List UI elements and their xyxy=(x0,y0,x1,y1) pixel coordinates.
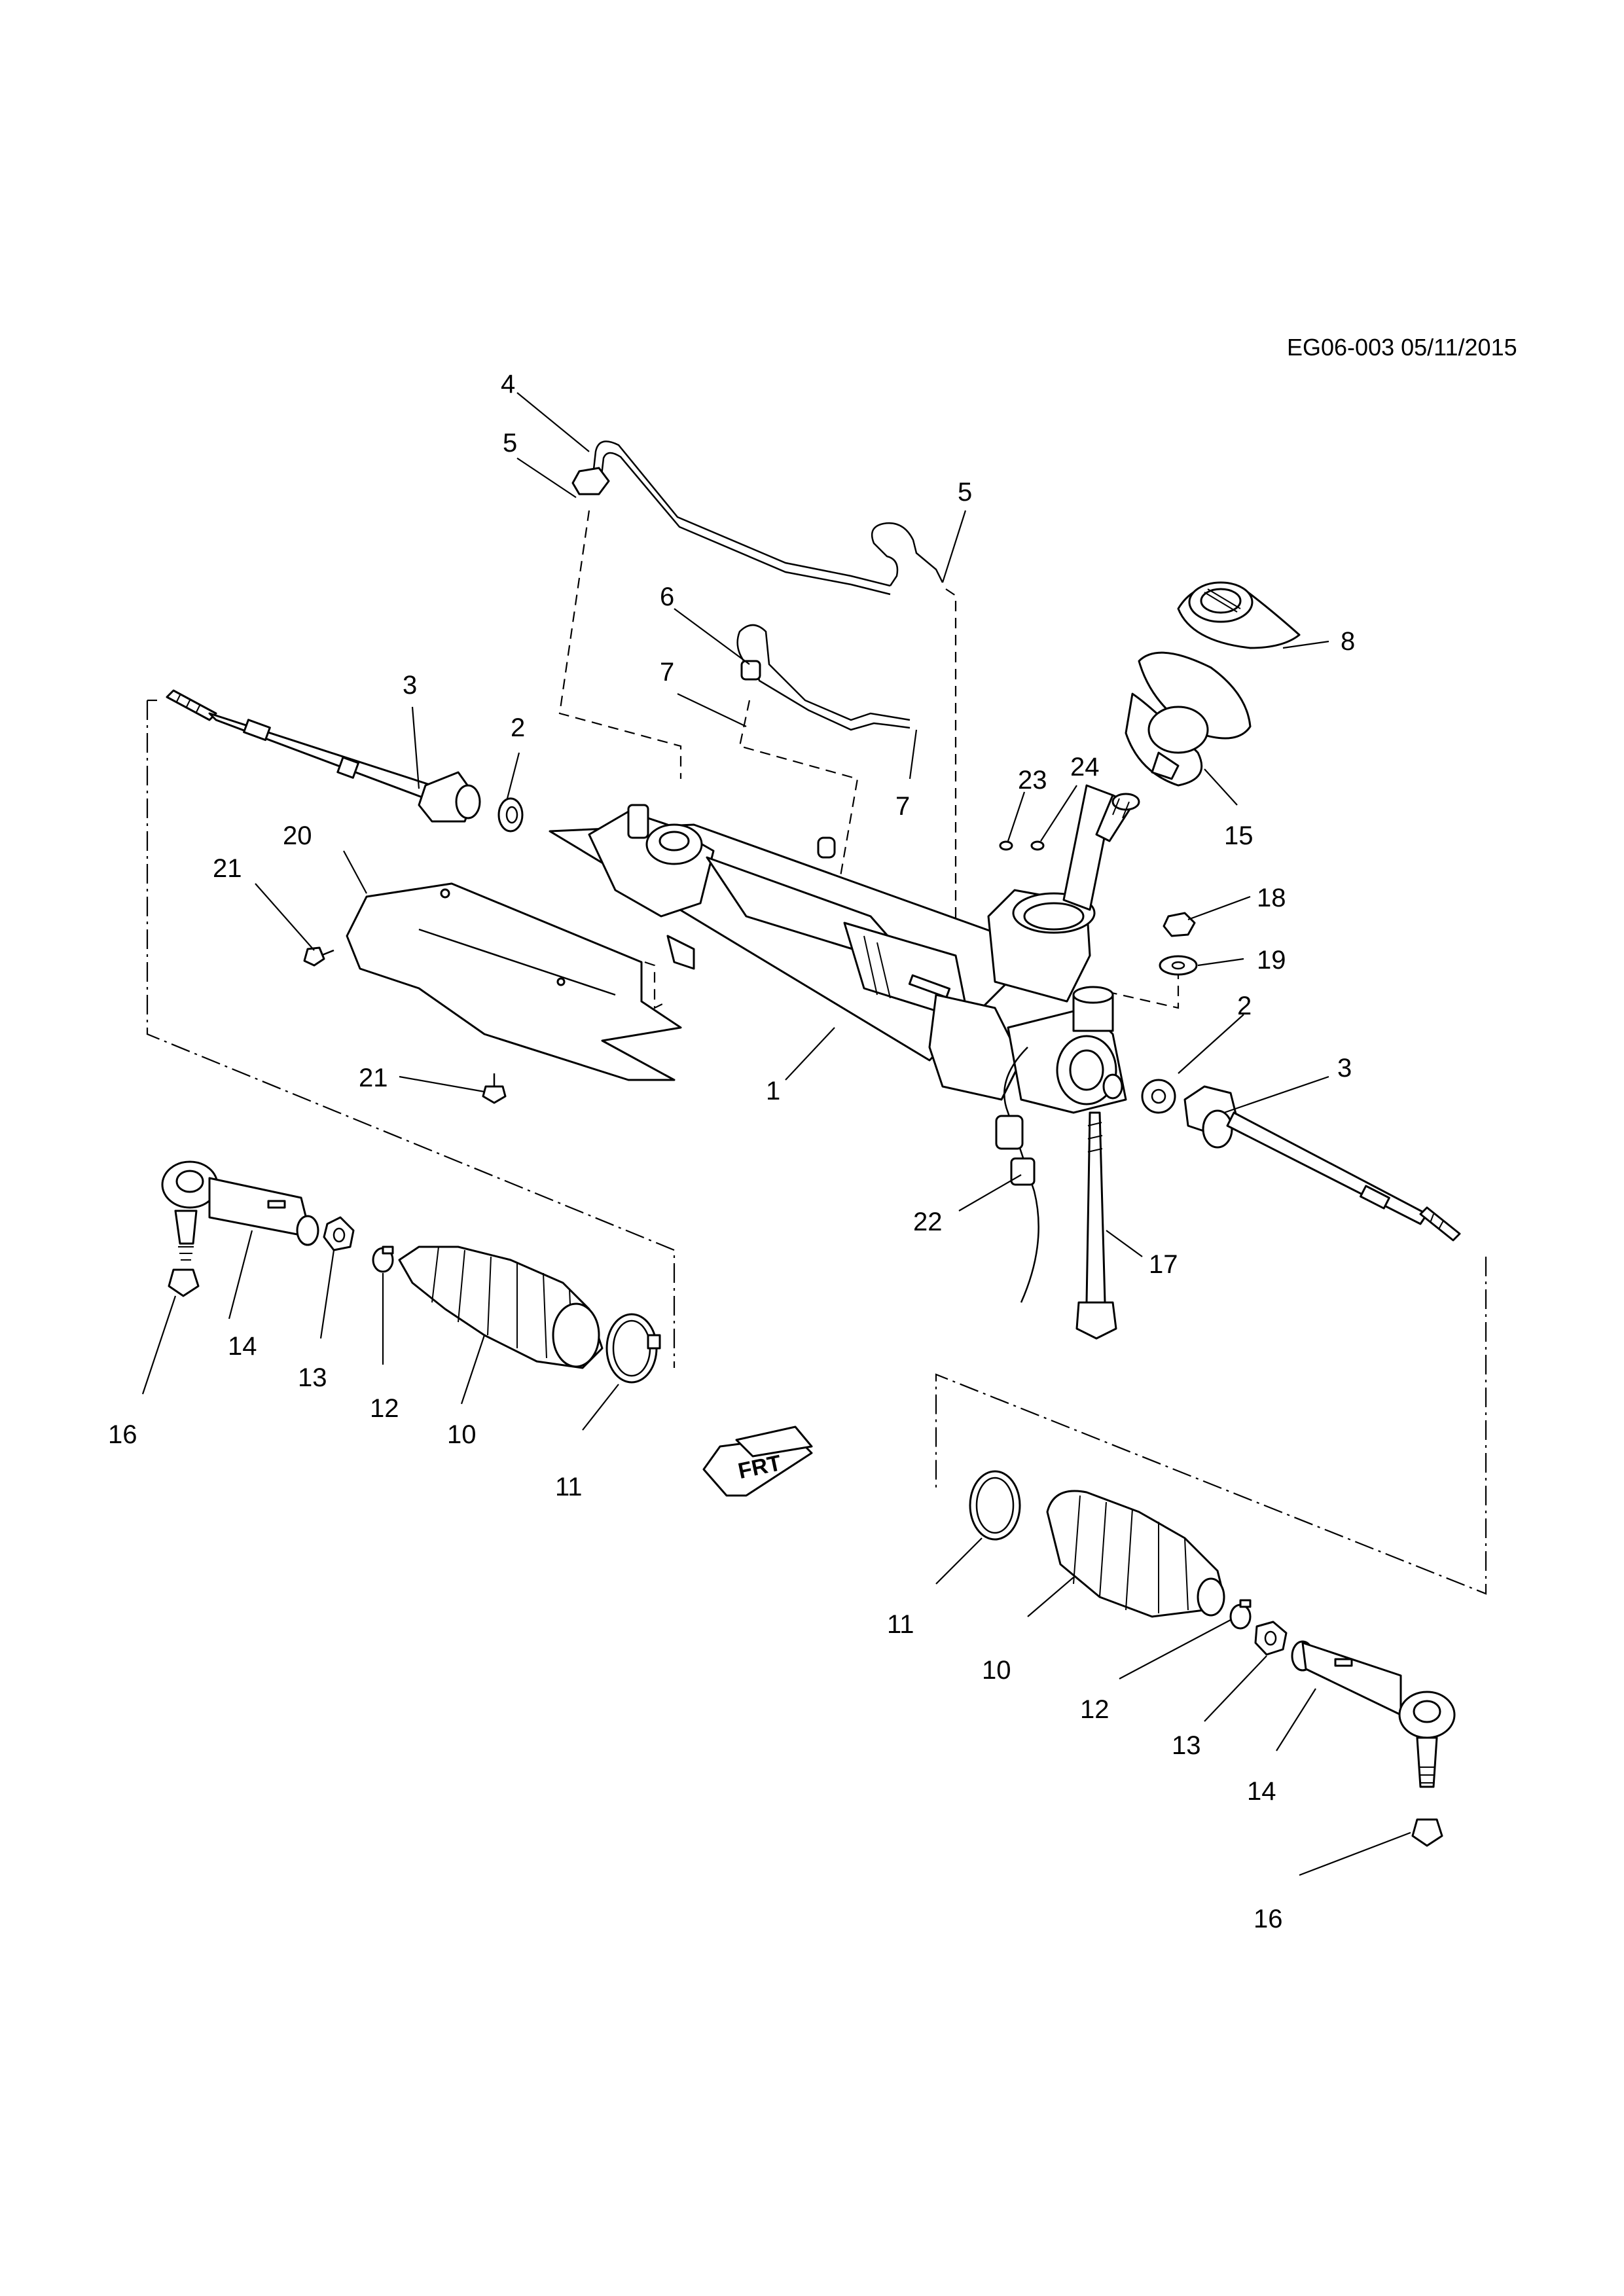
right-tie-rod-group-frame xyxy=(935,1257,1487,1595)
callout-6: 6 xyxy=(660,583,674,611)
callout-11-right: 11 xyxy=(887,1610,914,1639)
callout-19: 19 xyxy=(1257,946,1286,975)
harness-connector xyxy=(995,1047,1039,1303)
callout-7-left: 7 xyxy=(660,658,674,687)
valve-body-input-shaft xyxy=(987,784,1140,1003)
washer-right-hole xyxy=(1151,1088,1166,1104)
callout-23: 23 xyxy=(1018,766,1047,795)
boot-clamp-large-right xyxy=(969,1470,1021,1541)
callout-15: 15 xyxy=(1224,821,1254,850)
outer-tie-rod-end-left xyxy=(161,1160,319,1261)
callout-10-right: 10 xyxy=(982,1656,1011,1685)
mount-nut xyxy=(1163,912,1196,937)
mounting-bolt xyxy=(1075,1111,1117,1340)
steering-boot-left xyxy=(398,1246,604,1369)
callout-24: 24 xyxy=(1070,753,1100,781)
fitting-guide xyxy=(945,588,976,943)
callout-5-right: 5 xyxy=(958,478,972,507)
shield-screw-upper xyxy=(303,946,334,967)
leader-lines xyxy=(141,392,1411,1876)
callout-22: 22 xyxy=(913,1208,943,1236)
jam-nut-right xyxy=(1254,1621,1288,1656)
jam-nut-left xyxy=(323,1216,355,1251)
steering-gear-housing xyxy=(549,804,1127,1114)
callout-11-left: 11 xyxy=(555,1473,583,1501)
callout-13-left: 13 xyxy=(298,1363,327,1392)
washer-right xyxy=(1141,1079,1176,1114)
return-line-guide xyxy=(738,700,859,910)
inner-tie-rod-right xyxy=(1183,1085,1461,1242)
mount-nut-guide xyxy=(1106,969,1180,1009)
callout-18: 18 xyxy=(1257,884,1286,912)
tie-rod-nut-left xyxy=(168,1268,200,1297)
outer-tie-rod-end-right xyxy=(1291,1640,1456,1788)
callout-2-right: 2 xyxy=(1237,992,1252,1020)
callout-14-right: 14 xyxy=(1247,1777,1276,1806)
front-direction-arrow: FRT xyxy=(702,1426,813,1497)
boot-clamp-small-right xyxy=(1229,1599,1252,1630)
dash-seal-cap xyxy=(1177,581,1301,649)
callout-1: 1 xyxy=(766,1077,780,1105)
heat-shield xyxy=(346,882,682,1081)
small-seal-23 xyxy=(999,840,1013,851)
callout-13-right: 13 xyxy=(1172,1731,1201,1760)
shield-screw-lower xyxy=(482,1073,507,1104)
callout-14-left: 14 xyxy=(228,1332,257,1361)
callout-21-lower: 21 xyxy=(359,1064,388,1092)
heat-shield-guide xyxy=(644,961,668,1009)
callout-2-left: 2 xyxy=(511,713,525,742)
callout-20: 20 xyxy=(283,821,312,850)
callout-4: 4 xyxy=(501,370,515,399)
pressure-line xyxy=(591,440,891,587)
callout-12-left: 12 xyxy=(370,1394,399,1423)
callout-8: 8 xyxy=(1341,627,1355,656)
callout-3-right: 3 xyxy=(1337,1054,1352,1083)
small-seal-24 xyxy=(1030,840,1045,851)
pressure-line-loop xyxy=(871,522,944,586)
mount-washer-hole xyxy=(1171,961,1185,970)
return-line xyxy=(736,624,911,721)
inner-tie-rod-left xyxy=(166,689,481,823)
left-tie-rod-group-frame xyxy=(146,700,676,1368)
washer-left-hole xyxy=(505,806,518,824)
mount-washer xyxy=(1159,955,1198,976)
callout-16-right: 16 xyxy=(1254,1905,1283,1933)
boot-clamp-small-left xyxy=(372,1246,394,1273)
callout-17: 17 xyxy=(1149,1250,1178,1279)
callout-3-left: 3 xyxy=(403,671,417,700)
steering-boot-right xyxy=(1046,1490,1225,1618)
boot-clamp-large-left xyxy=(605,1313,661,1384)
return-line-outline xyxy=(755,667,911,731)
return-line-clip xyxy=(740,660,761,681)
callout-16-left: 16 xyxy=(108,1420,137,1449)
pressure-line-guide xyxy=(558,510,682,779)
callout-12-right: 12 xyxy=(1080,1695,1110,1724)
drawing-reference-code: EG06-003 05/11/2015 xyxy=(1287,334,1517,361)
pressure-line-outline xyxy=(600,452,891,596)
callout-5-left: 5 xyxy=(503,429,517,457)
callout-7-right: 7 xyxy=(895,792,910,821)
callout-21-upper: 21 xyxy=(213,854,242,883)
pressure-line-nut xyxy=(571,467,610,495)
washer-left xyxy=(497,797,524,833)
dash-seal-boot xyxy=(1125,651,1252,787)
callout-10-left: 10 xyxy=(447,1420,477,1449)
tie-rod-nut-right xyxy=(1411,1818,1443,1847)
